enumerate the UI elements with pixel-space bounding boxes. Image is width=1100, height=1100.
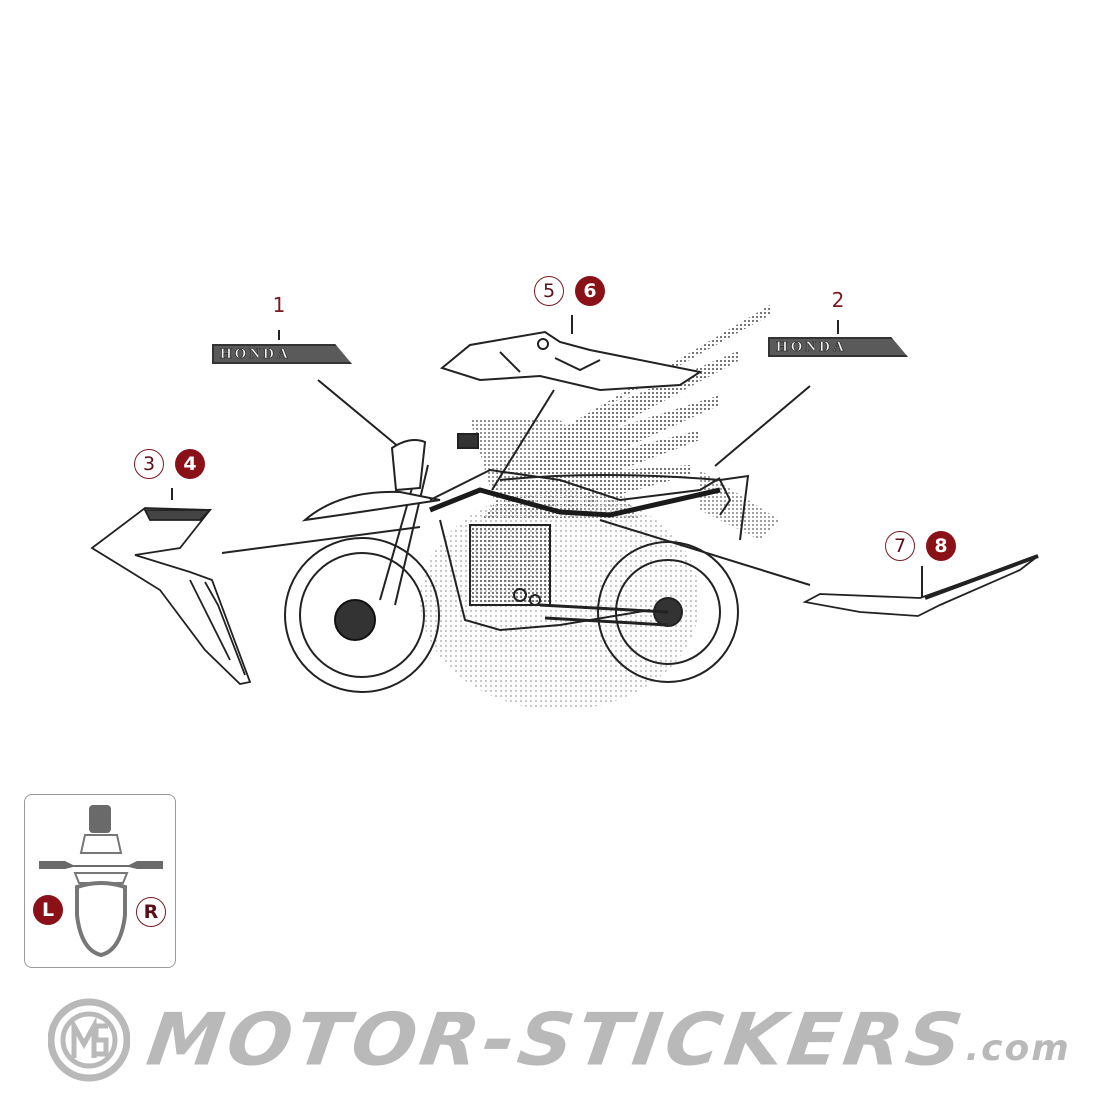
- left-right-legend: L R: [24, 794, 176, 968]
- shroud-decal-shape: [90, 507, 252, 685]
- side-cover-decal-shape: [802, 554, 1039, 617]
- motorcycle-front-view-icon: [39, 805, 163, 958]
- callout-6-badge: 6: [575, 276, 605, 306]
- callout-1: 1: [272, 293, 286, 317]
- tank-decal-shape: [439, 330, 703, 392]
- callout-2: 2: [831, 288, 845, 312]
- brand-name: MOTOR-STICKERS: [142, 997, 972, 1082]
- honda-decal-left: HONDA: [212, 344, 352, 364]
- callout-7-badge: 7: [885, 531, 915, 561]
- motorcycle-line-art: [284, 433, 750, 693]
- left-side-badge: L: [33, 895, 63, 925]
- honda-decal-right: HONDA: [768, 337, 908, 357]
- callout-8-badge: 8: [926, 531, 956, 561]
- right-side-badge: R: [136, 897, 166, 927]
- callout-5-badge: 5: [534, 276, 564, 306]
- callout-4-badge: 4: [175, 449, 205, 479]
- callout-3-badge: 3: [134, 449, 164, 479]
- honda-decal-left-text: HONDA: [220, 345, 291, 362]
- brand-footer: MOTOR-STICKERS .com: [48, 995, 1071, 1085]
- honda-decal-right-text: HONDA: [776, 338, 847, 355]
- leader-lines: [171, 315, 923, 600]
- ms-emblem-icon: [48, 998, 130, 1082]
- brand-tld: .com: [965, 1028, 1071, 1069]
